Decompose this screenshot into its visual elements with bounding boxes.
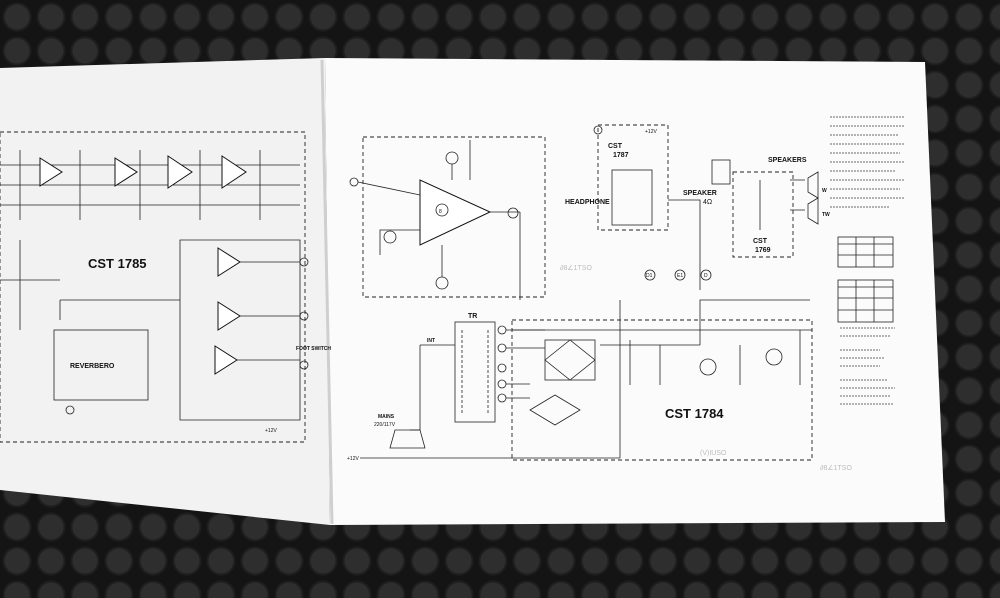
speaker-label: SPEAKER — [683, 190, 717, 197]
cst-1784-board-outline — [511, 319, 813, 461]
components-list — [840, 327, 895, 405]
svg-text:D1: D1 — [646, 273, 653, 279]
left-page — [0, 58, 330, 525]
left-schematic: REVERBERO CST 1785 FOOT SWITCH +12V — [0, 131, 331, 443]
cst-1785-label: CST 1785 — [88, 256, 147, 271]
opamp-symbol — [114, 157, 138, 187]
transistor-symbol — [699, 358, 717, 376]
bridge-rectifier — [544, 339, 596, 381]
foot-switch-label: FOOT SWITCH — [296, 346, 331, 352]
opamp-symbol — [214, 345, 238, 375]
mains-label: MAINS — [378, 414, 395, 420]
mains-voltage: 220/117V — [374, 422, 396, 428]
plus12v-label: +12V — [645, 129, 657, 135]
power-amp-triangle — [419, 179, 492, 246]
opamp-symbol — [217, 247, 241, 277]
headphone-label: HEADPHONE — [565, 199, 610, 206]
headphone-jack — [611, 169, 653, 226]
spine-fold — [320, 59, 334, 525]
transformer-label: TR — [468, 313, 477, 320]
svg-text:8: 8 — [439, 209, 442, 215]
woofer-label: W — [822, 188, 827, 194]
preamp-board-outline — [362, 136, 546, 298]
opamp-symbol — [217, 301, 241, 331]
speaker-impedance: 4Ω — [703, 199, 712, 206]
int-switch-label: INT — [427, 338, 435, 344]
transformer-core — [454, 321, 496, 423]
bridge-rectifier — [529, 394, 581, 426]
tweeter-label: TW — [822, 212, 830, 218]
right-supply-label: +12V — [347, 456, 359, 462]
tweeter-icon — [807, 197, 819, 225]
opamp-symbol — [39, 157, 63, 187]
left-supply-label: +12V — [265, 428, 277, 434]
svg-text:E1: E1 — [677, 273, 683, 279]
reverbero-block — [53, 329, 149, 401]
reverbero-label: REVERBERO — [70, 363, 115, 370]
cst-1787-label: CST — [608, 143, 623, 150]
ic-table — [837, 279, 894, 323]
mains-plug — [389, 429, 426, 449]
notes-legend — [830, 116, 905, 208]
show-through-text: ∂8∠1TSO — [820, 464, 852, 472]
cst-1769-label: CST — [753, 238, 768, 245]
cst-1787-board-outline — [597, 124, 669, 231]
speakers-label: SPEAKERS — [768, 157, 807, 164]
cst-1787-number: 1787 — [613, 152, 629, 159]
cst-1784-label: CST 1784 — [665, 406, 724, 421]
cst-1769-number: 1769 — [755, 247, 771, 254]
right-page — [325, 58, 945, 525]
opamp-symbol — [221, 155, 247, 189]
show-through-text: ∂8∠1TSO — [560, 264, 592, 272]
cst-1769-board-outline — [732, 171, 794, 258]
show-through-text: (V)IUSO — [700, 450, 727, 457]
transistor-table — [837, 236, 894, 268]
svg-text:D: D — [704, 273, 708, 279]
opamp-symbol — [167, 155, 193, 189]
transistor-symbol — [765, 348, 783, 366]
right-schematic: ∂8∠1TSO (V)IUSO ∂8∠1TSO 8 CST 1784 TR IN… — [347, 116, 905, 472]
